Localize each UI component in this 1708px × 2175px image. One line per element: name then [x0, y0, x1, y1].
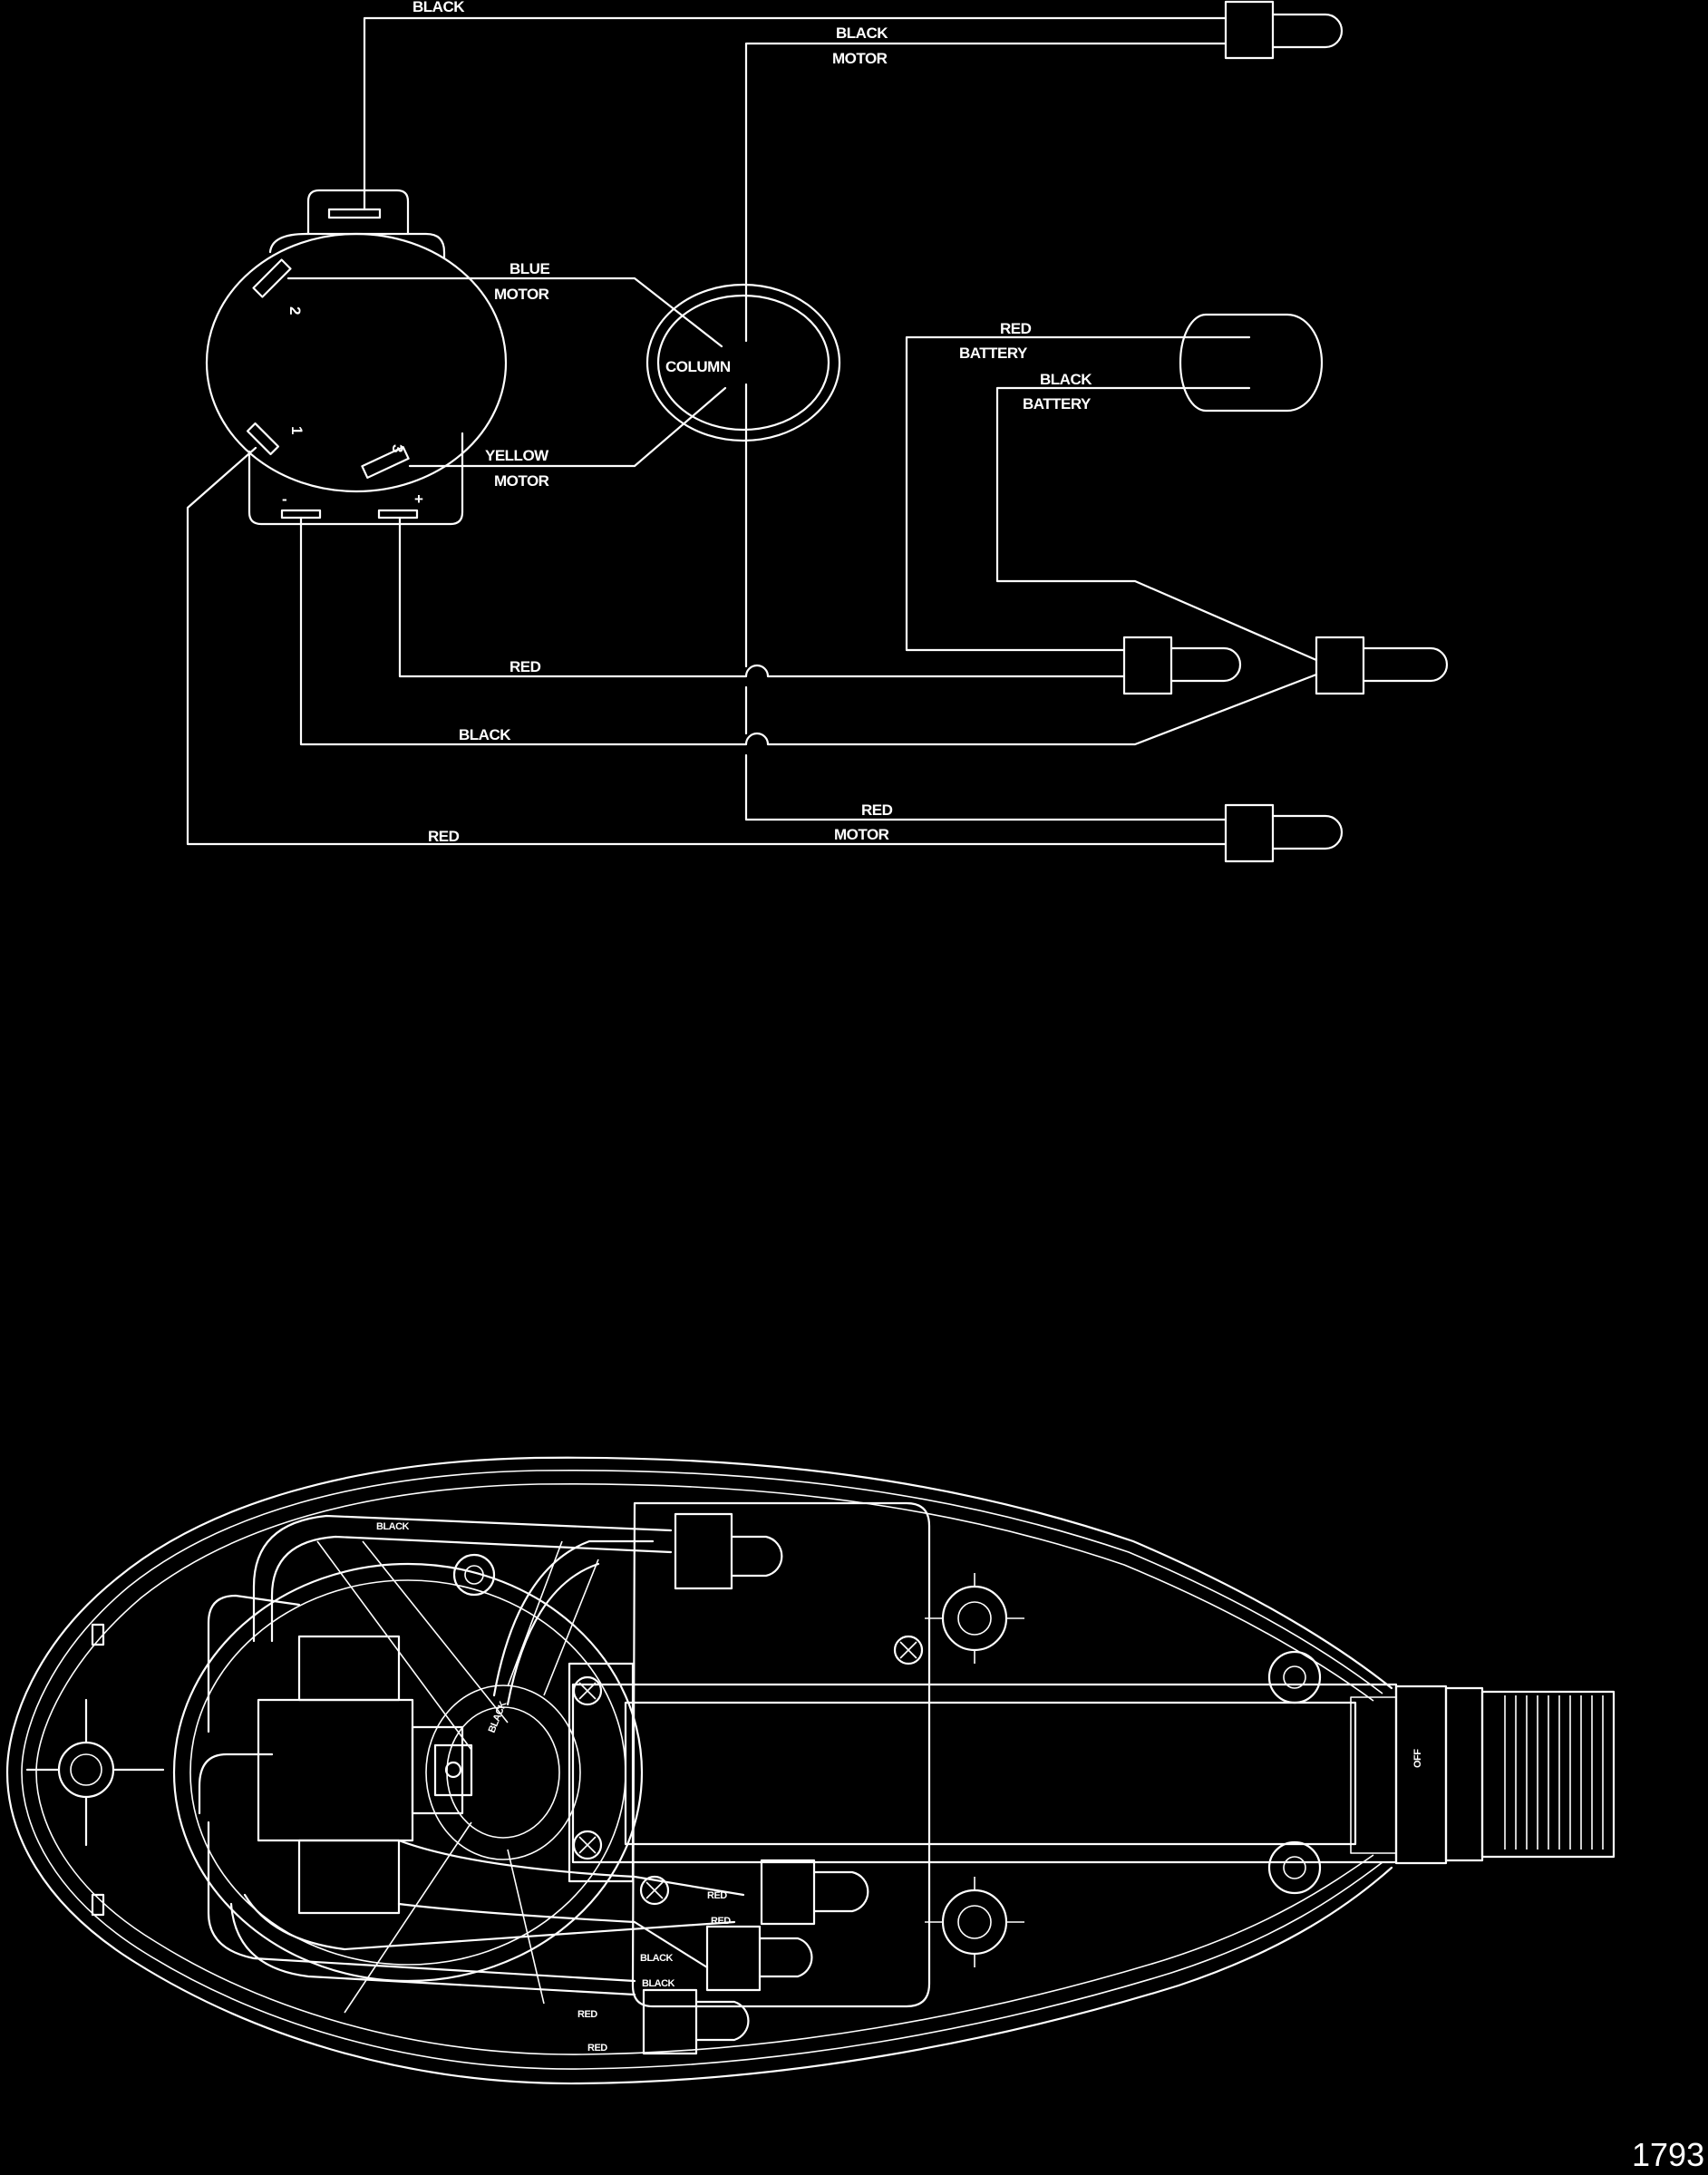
- assembly-connector-red-2: [705, 1925, 813, 1992]
- bullet-connector-red-motor: [1224, 803, 1344, 863]
- wire-label-red-motor: RED: [861, 801, 893, 819]
- schematic: 2 1 3 - + COLUMN: [186, 0, 1449, 863]
- assembly-label-black-diag: BLACK: [487, 1700, 509, 1734]
- bullet-connector-battery-right: [1315, 636, 1449, 695]
- wire-harness: [198, 1514, 745, 1996]
- assembly-label-red-2: RED: [711, 1916, 731, 1927]
- wire-label-yellow-motor: MOTOR: [494, 472, 549, 490]
- wire-label-black-motor: BLACK: [836, 24, 888, 42]
- figure-number: 1793: [1632, 2136, 1704, 2173]
- switch-block: [257, 1635, 473, 1915]
- mounting-bosses: [452, 1553, 1322, 1967]
- assembly-label-red-3: RED: [577, 2009, 597, 2020]
- terminal-2-label: 2: [286, 306, 304, 315]
- wire-label-red-battery: RED: [1000, 320, 1032, 337]
- screw-icons: [572, 1635, 924, 1906]
- wire-label-blue: BLUE: [509, 260, 549, 277]
- assembly-label-black-1: BLACK: [640, 1953, 674, 1964]
- wire-label-black-mid: BLACK: [459, 726, 511, 743]
- assembly-label-black-top: BLACK: [376, 1521, 410, 1532]
- wire-label-blue-motor: MOTOR: [494, 286, 549, 303]
- wire-label-yellow: YELLOW: [485, 447, 549, 464]
- wire-label-black-battery-2: BATTERY: [1023, 395, 1092, 413]
- column: [645, 283, 841, 442]
- bullet-connector-black-motor: [1224, 0, 1344, 60]
- assembly-label-black-2: BLACK: [642, 1978, 675, 1989]
- motor-head-assembly: OFF: [5, 1456, 1616, 2085]
- wire-label-red-bottom: RED: [428, 828, 460, 845]
- wire-label-red-mid: RED: [509, 658, 541, 675]
- terminal-3-label: 3: [389, 444, 406, 452]
- switch-body: [205, 189, 508, 526]
- terminal-1-label: 1: [288, 426, 306, 434]
- off-label: OFF: [1412, 1749, 1423, 1768]
- bullet-connector-battery-left: [1122, 636, 1242, 695]
- wire-label-black-top: BLACK: [412, 0, 465, 15]
- assembly-connector-red-1: [760, 1859, 869, 1926]
- column-label: COLUMN: [665, 358, 731, 375]
- terminal-minus-label: -: [282, 490, 286, 508]
- wire-label-black-motor-2: MOTOR: [832, 50, 888, 67]
- steering-shaft: [568, 1662, 1398, 1883]
- housing-outline: [5, 1456, 1393, 2085]
- assembly-label-red-4: RED: [587, 2043, 607, 2054]
- wire-label-red-battery-2: BATTERY: [959, 345, 1028, 362]
- front-pivot: [25, 1623, 165, 1917]
- terminal-plus-label: +: [414, 490, 423, 508]
- control-grip: [1394, 1685, 1616, 1865]
- tiller-plate: [631, 1501, 931, 2008]
- battery-connector: [1179, 313, 1324, 413]
- wire-label-black-battery: BLACK: [1040, 371, 1092, 388]
- motor-mount: [172, 1540, 644, 2014]
- schematic-wires: [186, 16, 1318, 846]
- assembly-connector-black: [642, 1988, 750, 2055]
- wire-label-red-motor-2: MOTOR: [834, 826, 889, 843]
- assembly-connector-top: [674, 1512, 783, 1590]
- assembly-label-red-1: RED: [707, 1890, 727, 1901]
